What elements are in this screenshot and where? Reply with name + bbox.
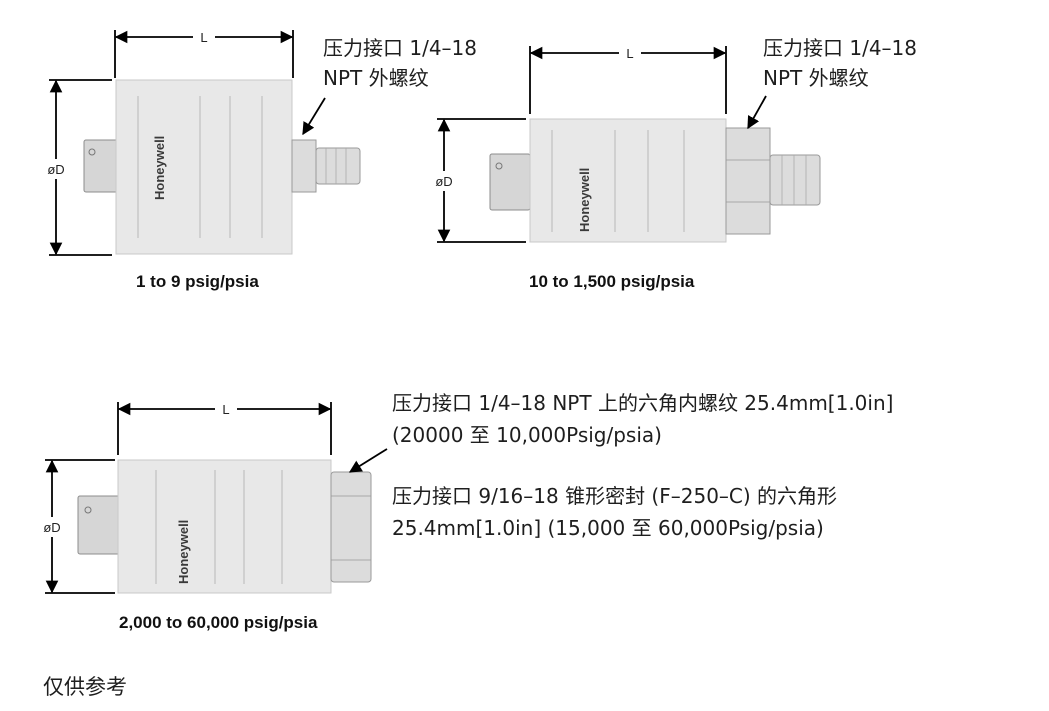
hex-fitting <box>330 471 372 583</box>
port-note-4-line-2: 25.4mm[1.0in] (15,000 至 60,000Psig/psia) <box>392 516 824 540</box>
electrical-connector <box>83 139 119 193</box>
length-label: L <box>222 402 229 417</box>
footer-note: 仅供参考 <box>43 675 127 699</box>
port-note-3-line-2: (20000 至 10,000Psig/psia) <box>392 423 662 447</box>
port-note-2-line-2: NPT 外螺纹 <box>763 66 869 90</box>
caption-variant-2: 10 to 1,500 psig/psia <box>529 272 695 291</box>
port-note-4-line-1: 压力接口 9/16–18 锥形密封 (F–250–C) 的六角形 <box>392 484 838 508</box>
brand-logo: Honeywell <box>152 136 167 200</box>
sensor-3-drawing: L øD Honeywell <box>40 399 388 594</box>
port-note-1-line-1: 压力接口 1/4–18 <box>323 36 477 60</box>
length-label: L <box>626 46 633 61</box>
leader-arrow <box>747 95 767 130</box>
hex-fitting <box>725 127 771 235</box>
sensor-2-drawing: L øD Honeywell <box>432 43 821 243</box>
threaded-port <box>769 154 821 206</box>
leader-arrow <box>348 448 388 473</box>
port-note-2-line-1: 压力接口 1/4–18 <box>763 36 917 60</box>
diameter-label: øD <box>47 162 64 177</box>
caption-variant-1: 1 to 9 psig/psia <box>136 272 259 291</box>
sensor-body <box>117 459 332 594</box>
diameter-label: øD <box>435 174 452 189</box>
hex-fitting <box>291 139 317 193</box>
sensor-body <box>529 118 727 243</box>
brand-logo: Honeywell <box>577 168 592 232</box>
brand-logo: Honeywell <box>176 520 191 584</box>
port-note-3-line-1: 压力接口 1/4–18 NPT 上的六角内螺纹 25.4mm[1.0in] <box>392 391 894 415</box>
sensor-body <box>115 79 293 255</box>
leader-arrow <box>302 97 326 136</box>
caption-variant-3: 2,000 to 60,000 psig/psia <box>119 613 318 632</box>
electrical-connector <box>77 495 121 555</box>
length-label: L <box>200 30 207 45</box>
port-note-1-line-2: NPT 外螺纹 <box>323 66 429 90</box>
sensor-1-drawing: L øD Honeywell <box>44 27 361 256</box>
electrical-connector <box>489 153 531 211</box>
diameter-label: øD <box>43 520 60 535</box>
threaded-port <box>315 147 361 185</box>
